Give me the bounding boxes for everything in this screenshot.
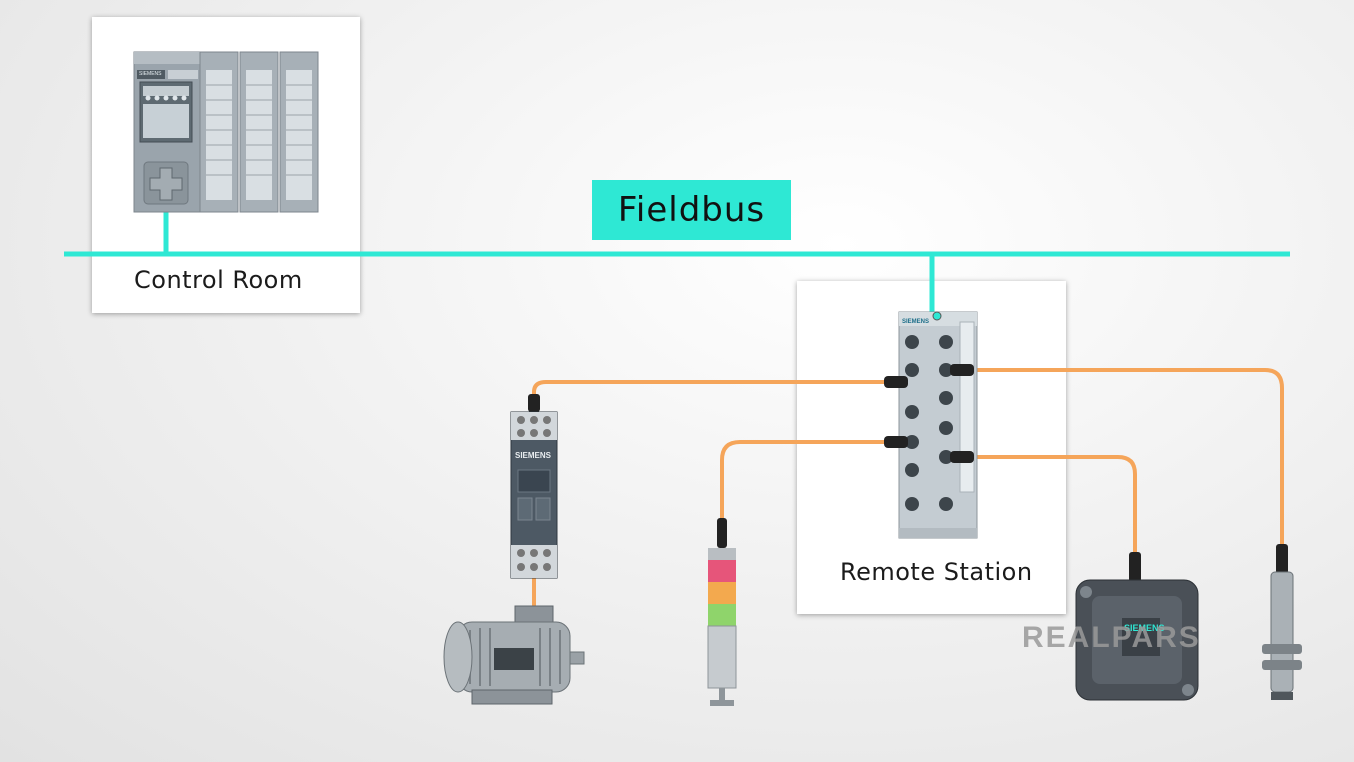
motor-starter-icon <box>510 394 558 579</box>
plc-brand-label: SIEMENS <box>139 71 162 77</box>
signal-tower-icon <box>707 518 737 706</box>
fieldbus-label: Fieldbus <box>592 180 791 240</box>
rfid-reader-icon: SIEMENS <box>1075 552 1199 701</box>
remote-io-module-icon <box>884 311 978 539</box>
remote-station-label: Remote Station <box>840 558 1033 586</box>
remote-io-brand-label: SIEMENS <box>902 319 930 325</box>
control-room-label: Control Room <box>134 266 303 294</box>
starter-brand-label: SIEMENS <box>515 451 552 460</box>
motor-icon <box>443 605 585 705</box>
svg-text:SIEMENS: SIEMENS <box>1124 623 1165 633</box>
proximity-sensor-icon <box>1262 544 1302 700</box>
io-cables <box>532 368 1284 608</box>
plc-icon <box>133 51 319 213</box>
fieldbus-line <box>64 212 1290 316</box>
realpars-logo: REALPARS <box>1022 621 1201 654</box>
